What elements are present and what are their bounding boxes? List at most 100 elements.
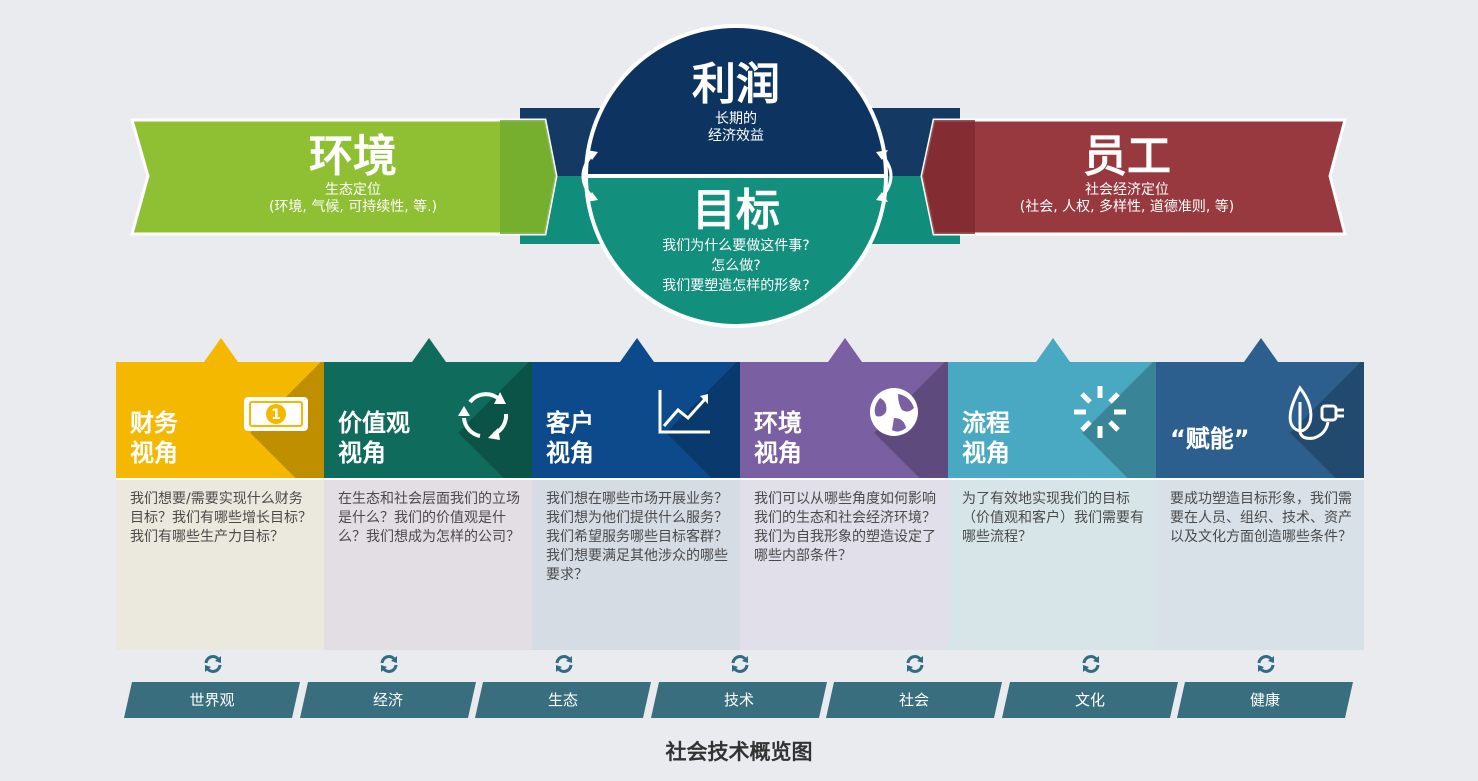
tag-worldview: 世界观 xyxy=(124,682,300,718)
column-text: 我们可以从哪些角度如何影响我们的生态和社会经济环境？我们为自我形象的塑造设定了哪… xyxy=(754,491,936,564)
goal-line-2: 怎么做? xyxy=(711,258,761,274)
column-text: 我们想在哪些市场开展业务？我们想为他们提供什么服务？我们希望服务哪些目标客群？我… xyxy=(546,491,728,583)
left-cycle-arrow-icon xyxy=(581,150,598,202)
column-title-line-1: 财务 xyxy=(130,409,178,437)
goal-title: 目标 xyxy=(692,185,780,236)
column-body: 为了有效地实现我们的目标（价值观和客户）我们需要有哪些流程？ xyxy=(948,478,1156,650)
plug-leaf-icon xyxy=(1288,385,1344,440)
column-header: 财务 视角 1 xyxy=(116,362,324,478)
column-title-line-1: “赋能” xyxy=(1170,425,1250,453)
column-enablement: “赋能” 要成功塑造目标形象，我们需要在人员、组织、技术、资产以及文化方面创造哪… xyxy=(1156,338,1364,650)
tag-health: 健康 xyxy=(1177,682,1353,718)
column-title-line-1: 流程 xyxy=(962,409,1010,437)
tag-label: 技术 xyxy=(723,691,754,709)
sync-icon xyxy=(204,655,222,673)
tag-society: 社会 xyxy=(826,682,1002,718)
environment-subtitle: 生态定位 (环境, 气候, 可持续性, 等.) xyxy=(213,182,493,216)
diagram-caption: 社会技术概览图 xyxy=(665,740,813,764)
sync-icon xyxy=(555,655,573,673)
profit-line-2: 经济效益 xyxy=(708,128,764,144)
column-title: 客户 视角 xyxy=(546,408,594,468)
column-title-line-2: 视角 xyxy=(754,439,802,467)
line-chart-icon xyxy=(658,390,710,434)
column-title: 财务 视角 xyxy=(130,408,178,468)
environment-line-1: 生态定位 xyxy=(325,182,381,198)
column-tab xyxy=(620,338,654,362)
banknote-icon: 1 xyxy=(244,397,308,431)
column-title: 流程 视角 xyxy=(962,408,1010,468)
right-cycle-arrow-icon xyxy=(876,150,893,202)
profit-line-1: 长期的 xyxy=(715,111,757,127)
environment-banner-fold xyxy=(500,120,556,234)
column-body: 我们想要/需要实现什么财务目标？我们有哪些增长目标？我们有哪些生产力目标？ xyxy=(116,478,324,650)
column-title-line-2: 视角 xyxy=(338,439,386,467)
column-customer: 客户 视角 我们想在哪些市场开展业务？我们想为他们提供什么服务？我们希望服务哪些… xyxy=(532,338,740,650)
column-header: 客户 视角 xyxy=(532,362,740,478)
column-tab xyxy=(204,338,238,362)
column-process: 流程 视角 为了有效地实现我们的目标（价值观和客户）我们需要有哪些流程？ xyxy=(948,338,1156,650)
tag-label: 经济 xyxy=(372,691,403,709)
column-text: 在生态和社会层面我们的立场是什么？我们的价值观是什么？我们想成为怎样的公司？ xyxy=(338,491,520,545)
column-values: 价值观 视角 在生态和社会层面我们的立场是什么？我们的价值观是什么？我们想成为怎… xyxy=(324,338,532,650)
column-title-line-2: 视角 xyxy=(130,439,178,467)
column-body: 我们想在哪些市场开展业务？我们想为他们提供什么服务？我们希望服务哪些目标客群？我… xyxy=(532,478,740,650)
loading-spinner-icon xyxy=(1074,386,1126,438)
cycle-arrows-icon xyxy=(458,392,509,440)
column-header: 流程 视角 xyxy=(948,362,1156,478)
goal-line-3: 我们要塑造怎样的形象? xyxy=(662,278,810,294)
profit-title: 利润 xyxy=(692,59,780,110)
column-title: 价值观 视角 xyxy=(338,408,410,468)
column-header: “赋能” xyxy=(1156,362,1364,478)
sync-icon xyxy=(1257,655,1275,673)
globe-icon xyxy=(870,388,918,436)
employees-title: 员工 xyxy=(1083,131,1171,182)
tag-ecology: 生态 xyxy=(475,682,651,718)
employees-subtitle: 社会经济定位 (社会, 人权, 多样性, 道德准则, 等) xyxy=(977,182,1277,216)
column-title: 环境 视角 xyxy=(754,408,802,468)
svg-text:1: 1 xyxy=(271,407,281,423)
column-tab xyxy=(828,338,862,362)
column-title-line-2: 视角 xyxy=(962,439,1010,467)
tag-economy: 经济 xyxy=(300,682,476,718)
column-text: 要成功塑造目标形象，我们需要在人员、组织、技术、资产以及文化方面创造哪些条件？ xyxy=(1170,491,1352,545)
profit-subtitle: 长期的 经济效益 xyxy=(636,111,836,145)
column-financial: 财务 视角 1 我们想要/需要实现什么财务目标？我们有哪些增长目标？我们有哪些生… xyxy=(116,338,324,650)
tag-culture: 文化 xyxy=(1002,682,1178,718)
column-header: 价值观 视角 xyxy=(324,362,532,478)
employees-line-2: (社会, 人权, 多样性, 道德准则, 等) xyxy=(1019,199,1235,215)
tag-label: 世界观 xyxy=(189,691,235,709)
goal-line-1: 我们为什么要做这件事? xyxy=(662,238,810,254)
column-text: 为了有效地实现我们的目标（价值观和客户）我们需要有哪些流程？ xyxy=(962,491,1144,545)
column-environment: 环境 视角 我们可以从哪些角度如何影响我们的生态和社会经济环境？我们为自我形象的… xyxy=(740,338,948,650)
employees-banner-fold xyxy=(922,120,975,234)
column-tab xyxy=(412,338,446,362)
tag-technology: 技术 xyxy=(651,682,827,718)
sync-icon xyxy=(1082,655,1100,673)
column-text: 我们想要/需要实现什么财务目标？我们有哪些增长目标？我们有哪些生产力目标？ xyxy=(130,491,312,545)
tag-label: 社会 xyxy=(898,691,929,709)
environment-title: 环境 xyxy=(309,131,397,182)
column-title-line-1: 价值观 xyxy=(338,409,410,437)
column-header: 环境 视角 xyxy=(740,362,948,478)
column-body: 要成功塑造目标形象，我们需要在人员、组织、技术、资产以及文化方面创造哪些条件？ xyxy=(1156,478,1364,650)
goal-subtitle: 我们为什么要做这件事? 怎么做? 我们要塑造怎样的形象? xyxy=(606,236,866,296)
tag-label: 健康 xyxy=(1249,691,1280,709)
column-tab xyxy=(1036,338,1070,362)
column-title-line-2: 视角 xyxy=(546,439,594,467)
column-title: “赋能” xyxy=(1170,424,1250,454)
column-title-line-1: 客户 xyxy=(546,409,594,437)
column-body: 在生态和社会层面我们的立场是什么？我们的价值观是什么？我们想成为怎样的公司？ xyxy=(324,478,532,650)
column-title-line-1: 环境 xyxy=(754,409,802,437)
sync-icon xyxy=(731,655,749,673)
employees-line-1: 社会经济定位 xyxy=(1085,182,1169,198)
tag-label: 文化 xyxy=(1074,691,1105,709)
profit-semicircle xyxy=(583,24,889,178)
goal-semicircle xyxy=(583,174,889,328)
column-tab xyxy=(1244,338,1278,362)
top-banner-graphic xyxy=(130,24,1347,328)
environment-line-2: (环境, 气候, 可持续性, 等.) xyxy=(268,199,438,215)
sync-icon xyxy=(380,655,398,673)
sync-icon xyxy=(906,655,924,673)
column-body: 我们可以从哪些角度如何影响我们的生态和社会经济环境？我们为自我形象的塑造设定了哪… xyxy=(740,478,948,650)
tag-label: 生态 xyxy=(547,691,578,709)
